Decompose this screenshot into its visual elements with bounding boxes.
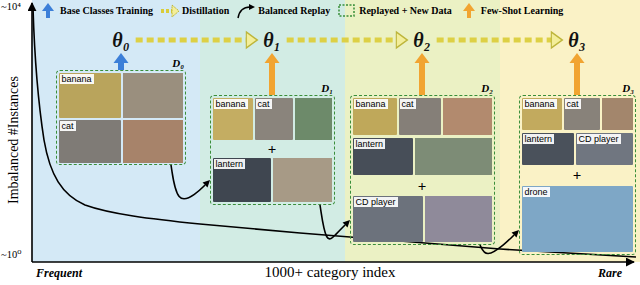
dist-arrow (136, 38, 247, 43)
class-name: CD player (354, 197, 398, 207)
image-tile: cat (564, 98, 600, 130)
axis-end-label: Frequent (36, 267, 82, 279)
axis-tick: ~10⁴ (1, 2, 21, 13)
legend-text: Distillation (182, 5, 229, 17)
plus-sign: + (573, 168, 582, 183)
legend-icon (459, 2, 479, 19)
legend-item: Distillation (160, 2, 229, 19)
class-name: cat (400, 99, 416, 109)
legend-text: Base Classes Training (60, 5, 153, 17)
model-name: θ₃ (565, 29, 588, 51)
legend-icon (236, 2, 256, 19)
model-name: θ₁ (260, 29, 283, 51)
photo (123, 73, 183, 118)
legend-item: Few-Shot Learning (459, 2, 564, 19)
image-tile: banana (59, 73, 121, 118)
legend-text: Few-Shot Learning (481, 5, 564, 17)
image-tile: banana (522, 98, 562, 130)
class-name: CD player (577, 134, 621, 144)
photo (273, 158, 332, 202)
class-name: cat (60, 121, 76, 131)
axis-title: 1000+ category index (265, 265, 396, 280)
image-tile: CD player (353, 196, 423, 242)
legend-item: Base Classes Training (38, 2, 153, 19)
image-tile: banana (213, 98, 253, 140)
class-name: cat (565, 99, 581, 109)
class-name: banana (60, 74, 94, 84)
model-name: θ₂ (410, 29, 433, 51)
photo (443, 98, 492, 135)
stage-band (500, 0, 640, 262)
dataset-name: D₂ (481, 82, 493, 94)
dataset-box: D₂bananacatlanternCD player (350, 95, 495, 245)
photo (123, 120, 183, 163)
image-tile: CD player (576, 133, 633, 165)
up-orange-arrow (574, 63, 580, 95)
class-name: lantern (523, 134, 555, 144)
long-tail-curve (33, 8, 636, 257)
legend-icon (337, 2, 357, 19)
legend-icon (160, 2, 180, 19)
class-name: banana (354, 99, 388, 109)
class-name: banana (214, 99, 248, 109)
dataset-box: D₀bananacat (56, 70, 186, 165)
legend-text: Balanced Replay (258, 5, 330, 17)
dataset-name: D₃ (622, 82, 634, 94)
photo (415, 138, 492, 175)
image-tile: banana (353, 98, 397, 135)
legend-icon (38, 2, 58, 19)
legend: Base Classes Training Distillation Balance… (38, 2, 563, 19)
axis-title: Imbalanced #Instances (7, 76, 21, 204)
axis-end-label: Rare (598, 267, 622, 279)
legend-item: Balanced Replay (236, 2, 330, 19)
class-name: lantern (214, 159, 246, 169)
up-orange-arrow (269, 63, 275, 95)
dataset-name: D₀ (172, 57, 184, 69)
plus-sign: + (268, 142, 277, 157)
photo (602, 98, 633, 130)
class-name: drone (523, 187, 550, 197)
y-axis (31, 3, 33, 262)
class-name: banana (523, 99, 557, 109)
photo (295, 98, 332, 140)
dist-arrow (287, 38, 397, 43)
plus-sign: + (418, 179, 427, 194)
photo (425, 196, 492, 242)
model-name: θ₀ (109, 29, 132, 51)
legend-text: Replayed + New Data (359, 5, 452, 17)
image-tile: lantern (213, 158, 271, 202)
image-tile: cat (59, 120, 121, 163)
model-label: θ₁ (260, 29, 283, 51)
image-tile: lantern (522, 133, 574, 165)
replay-arrow (171, 165, 205, 199)
image-tile: cat (255, 98, 293, 140)
image-tile: cat (399, 98, 441, 135)
image-tile: drone (522, 186, 633, 252)
up-orange-arrow (419, 63, 425, 95)
model-label: θ₀ (109, 29, 132, 51)
x-axis (32, 261, 634, 263)
class-name: cat (256, 99, 272, 109)
legend-item: Replayed + New Data (337, 2, 452, 19)
dataset-name: D₁ (321, 82, 333, 94)
image-tile: lantern (353, 138, 413, 175)
up-blue-arrow (118, 63, 124, 70)
dist-arrow (437, 38, 552, 43)
model-label: θ₃ (565, 29, 588, 51)
axis-tick: ~10⁰ (1, 250, 21, 261)
model-label: θ₂ (410, 29, 433, 51)
class-name: lantern (354, 139, 386, 149)
replay-arrow (320, 205, 345, 239)
